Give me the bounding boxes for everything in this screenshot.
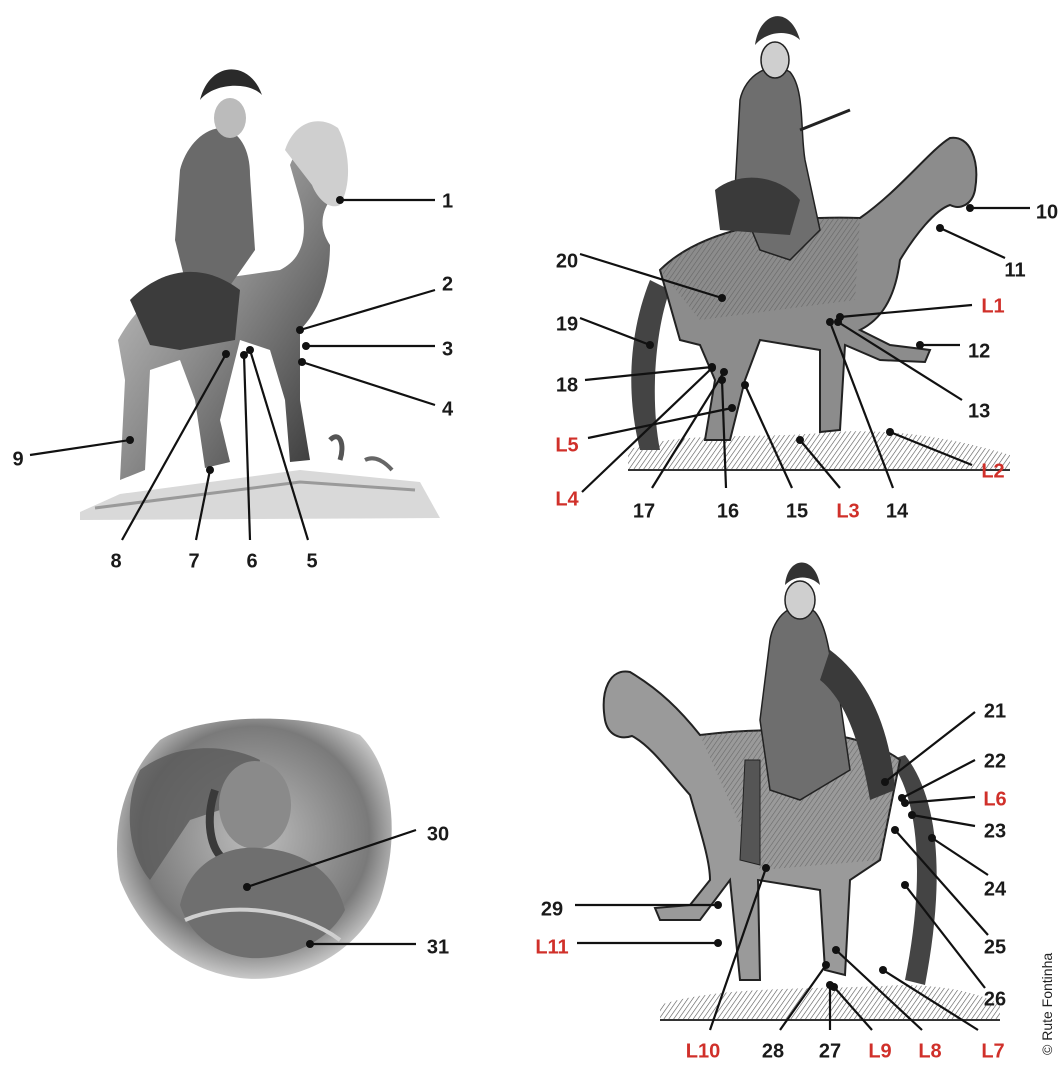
callout-label-3: 3 <box>442 338 453 360</box>
anchor-dot-15 <box>741 381 749 389</box>
callout-label-l11: L11 <box>535 936 568 958</box>
anchor-dot-21 <box>881 778 889 786</box>
callout-label-l7: L7 <box>981 1040 1004 1062</box>
callout-label-28: 28 <box>762 1040 784 1062</box>
anchor-dot-17 <box>720 368 728 376</box>
callout-label-l2: L2 <box>981 460 1004 482</box>
anchor-dot-l7 <box>879 966 887 974</box>
medallion-panel <box>117 719 392 979</box>
callout-label-22: 22 <box>984 750 1006 772</box>
callout-label-l6: L6 <box>983 788 1006 810</box>
copyright-credit: © Rute Fontinha <box>1039 953 1055 1055</box>
anchor-dot-3 <box>302 342 310 350</box>
anchor-dot-11 <box>936 224 944 232</box>
callout-label-7: 7 <box>188 550 199 572</box>
callout-label-l9: L9 <box>868 1040 891 1062</box>
anchor-dot-8 <box>222 350 230 358</box>
callout-label-2: 2 <box>442 273 453 295</box>
anchor-dot-l8 <box>832 946 840 954</box>
anchor-dot-l11 <box>714 939 722 947</box>
callout-label-15: 15 <box>786 500 808 522</box>
leader-line-4 <box>302 362 435 405</box>
callout-label-10: 10 <box>1036 201 1058 223</box>
anchor-dot-19 <box>646 341 654 349</box>
callout-label-26: 26 <box>984 988 1006 1010</box>
anchor-dot-l5 <box>728 404 736 412</box>
anchor-dot-4 <box>298 358 306 366</box>
anchor-dot-10 <box>966 204 974 212</box>
callout-label-1: 1 <box>442 190 453 212</box>
anchor-dot-31 <box>306 940 314 948</box>
anchor-dot-2 <box>296 326 304 334</box>
callout-label-l1: L1 <box>981 295 1004 317</box>
anchor-dot-14 <box>826 318 834 326</box>
callout-label-24: 24 <box>984 878 1007 900</box>
engraving-left-panel <box>604 563 1000 1021</box>
anchor-dot-12 <box>916 341 924 349</box>
callout-label-31: 31 <box>427 936 449 958</box>
anchor-dot-23 <box>908 811 916 819</box>
callout-label-l4: L4 <box>555 488 579 510</box>
callout-label-12: 12 <box>968 340 990 362</box>
callout-label-20: 20 <box>556 250 578 272</box>
callout-label-27: 27 <box>819 1040 841 1062</box>
leader-line-13 <box>838 322 962 400</box>
callout-label-30: 30 <box>427 823 449 845</box>
leader-line-24 <box>932 838 988 875</box>
anchor-dot-l6 <box>901 799 909 807</box>
callout-label-8: 8 <box>110 550 121 572</box>
leader-line-21 <box>885 712 975 782</box>
callout-label-l5: L5 <box>555 434 578 456</box>
callout-label-14: 14 <box>886 500 909 522</box>
anchor-dot-6 <box>240 351 248 359</box>
callout-label-5: 5 <box>306 550 317 572</box>
engraving-right-panel <box>628 16 1010 470</box>
anchor-dot-13 <box>834 318 842 326</box>
callout-label-18: 18 <box>556 374 578 396</box>
anchor-dot-24 <box>928 834 936 842</box>
callout-label-l3: L3 <box>836 500 859 522</box>
anchor-dot-25 <box>891 826 899 834</box>
anchor-dot-9 <box>126 436 134 444</box>
callout-label-11: 11 <box>1004 259 1025 281</box>
anchor-dot-l3 <box>796 436 804 444</box>
callout-label-6: 6 <box>246 550 257 572</box>
callout-label-l8: L8 <box>918 1040 941 1062</box>
callout-label-9: 9 <box>12 448 23 470</box>
callout-label-21: 21 <box>984 700 1006 722</box>
callout-label-l10: L10 <box>686 1040 720 1062</box>
anchor-dot-26 <box>901 881 909 889</box>
anchor-dot-28 <box>822 961 830 969</box>
anchor-dot-18 <box>708 363 716 371</box>
callout-label-29: 29 <box>541 898 563 920</box>
leader-line-11 <box>940 228 1005 258</box>
anchor-dot-30 <box>243 883 251 891</box>
anchor-dot-29 <box>714 901 722 909</box>
leader-line-9 <box>30 440 130 455</box>
anchor-dot-20 <box>718 294 726 302</box>
callout-label-19: 19 <box>556 313 578 335</box>
callout-label-4: 4 <box>442 398 454 420</box>
anchor-dot-l2 <box>886 428 894 436</box>
anchor-dot-7 <box>206 466 214 474</box>
statue-photo-panel <box>80 69 440 520</box>
callout-label-17: 17 <box>633 500 655 522</box>
callout-label-23: 23 <box>984 820 1006 842</box>
anchor-dot-l10 <box>762 864 770 872</box>
anchor-dot-27 <box>826 981 834 989</box>
anchor-dot-1 <box>336 196 344 204</box>
callout-label-25: 25 <box>984 936 1006 958</box>
callout-label-13: 13 <box>968 400 990 422</box>
callout-label-16: 16 <box>717 500 739 522</box>
leader-line-25 <box>895 830 988 935</box>
